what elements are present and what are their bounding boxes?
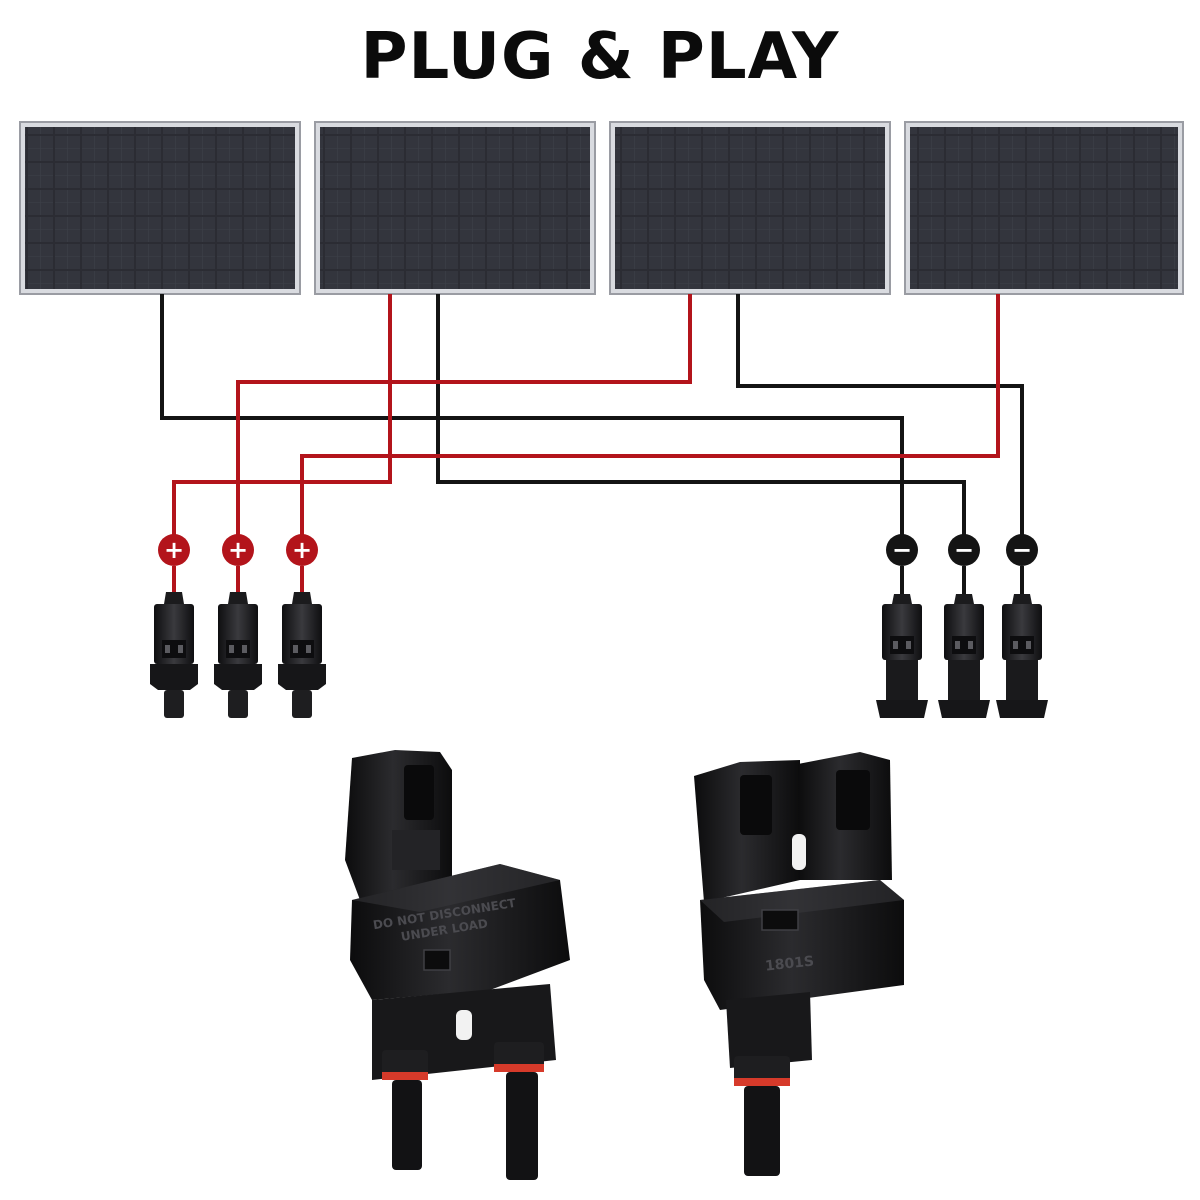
positive-wire-panel-3: [236, 294, 692, 540]
solar-panel-3: [609, 121, 891, 295]
positive-badge-2: +: [222, 534, 254, 592]
positive-wire-panel-2: [172, 294, 392, 540]
positive-badge-1: +: [158, 534, 190, 592]
mc4-female-connector-3: [996, 594, 1048, 718]
mc4-male-connector-3: [278, 592, 326, 718]
negative-wire-panel-2: [436, 294, 966, 540]
positive-wire-panel-4: [300, 294, 1000, 540]
negative-badges: − − −: [886, 534, 1038, 594]
positive-mc4-connectors: [150, 592, 326, 718]
mc4-male-connector-2: [214, 592, 262, 718]
negative-wire-panel-3: [736, 294, 1024, 540]
right-connector-model-label: 1801S: [764, 954, 814, 975]
negative-badge-3: −: [1006, 534, 1038, 594]
svg-text:−: −: [892, 536, 912, 564]
large-branch-connector-left: DO NOT DISCONNECT UNDER LOAD: [345, 750, 570, 1180]
positive-badges: + + +: [158, 534, 318, 592]
svg-text:−: −: [1012, 536, 1032, 564]
svg-text:+: +: [228, 536, 248, 564]
mc4-male-connector-1: [150, 592, 198, 718]
negative-mc4-connectors: [876, 594, 1048, 718]
positive-wires: [172, 294, 1000, 540]
solar-panel-2: [314, 121, 596, 295]
page-title: PLUG & PLAY: [360, 20, 840, 94]
solar-panel-4: [904, 121, 1184, 295]
mc4-female-connector-1: [876, 594, 928, 718]
large-branch-connector-right: 1801S: [694, 752, 904, 1176]
negative-wire-panel-1: [160, 294, 904, 540]
svg-text:+: +: [292, 536, 312, 564]
negative-badge-1: −: [886, 534, 918, 594]
positive-badge-3: +: [286, 534, 318, 592]
svg-text:+: +: [164, 536, 184, 564]
mc4-female-connector-2: [938, 594, 990, 718]
negative-badge-2: −: [948, 534, 980, 594]
negative-wires: [160, 294, 1024, 540]
svg-text:−: −: [954, 536, 974, 564]
solar-panel-1: [19, 121, 301, 295]
